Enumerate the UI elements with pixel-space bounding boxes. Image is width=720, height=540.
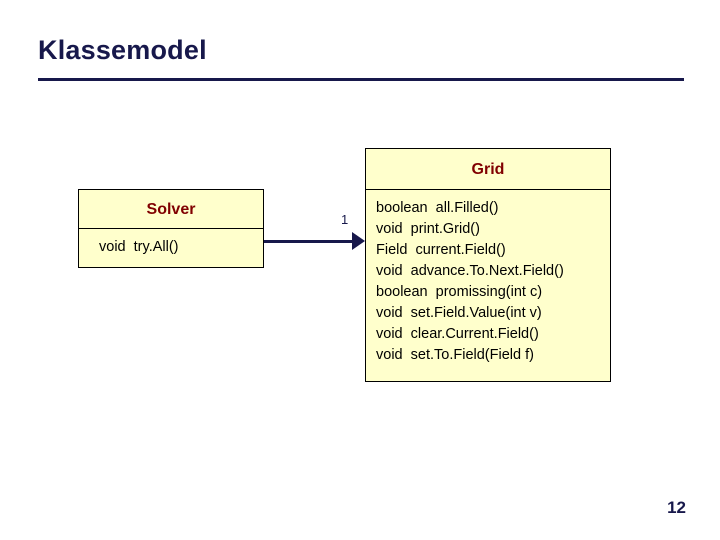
uml-member: void advance.To.Next.Field() [376, 263, 564, 279]
uml-member: void clear.Current.Field() [376, 326, 539, 342]
uml-member: void try.All() [99, 239, 179, 255]
uml-class-solver-name: Solver [79, 190, 263, 229]
association-arrowhead-icon [352, 232, 365, 250]
uml-member: Field current.Field() [376, 242, 506, 258]
uml-class-solver-members: void try.All() [79, 229, 263, 258]
uml-member: void print.Grid() [376, 221, 480, 237]
uml-class-grid-members: boolean all.Filled() void print.Grid() F… [366, 190, 610, 366]
page-title: Klassemodel [38, 35, 207, 65]
uml-class-grid-name: Grid [366, 149, 610, 190]
uml-class-solver: Solver void try.All() [78, 189, 264, 268]
association-line [264, 240, 356, 243]
association-multiplicity-label: 1 [341, 212, 349, 227]
page-number: 12 [667, 498, 686, 517]
uml-class-grid: Grid boolean all.Filled() void print.Gri… [365, 148, 611, 382]
uml-member: void set.Field.Value(int v) [376, 305, 542, 321]
title-divider [38, 78, 684, 81]
uml-member: boolean all.Filled() [376, 200, 499, 216]
uml-member: boolean promissing(int c) [376, 284, 543, 300]
uml-member: void set.To.Field(Field f) [376, 347, 534, 363]
